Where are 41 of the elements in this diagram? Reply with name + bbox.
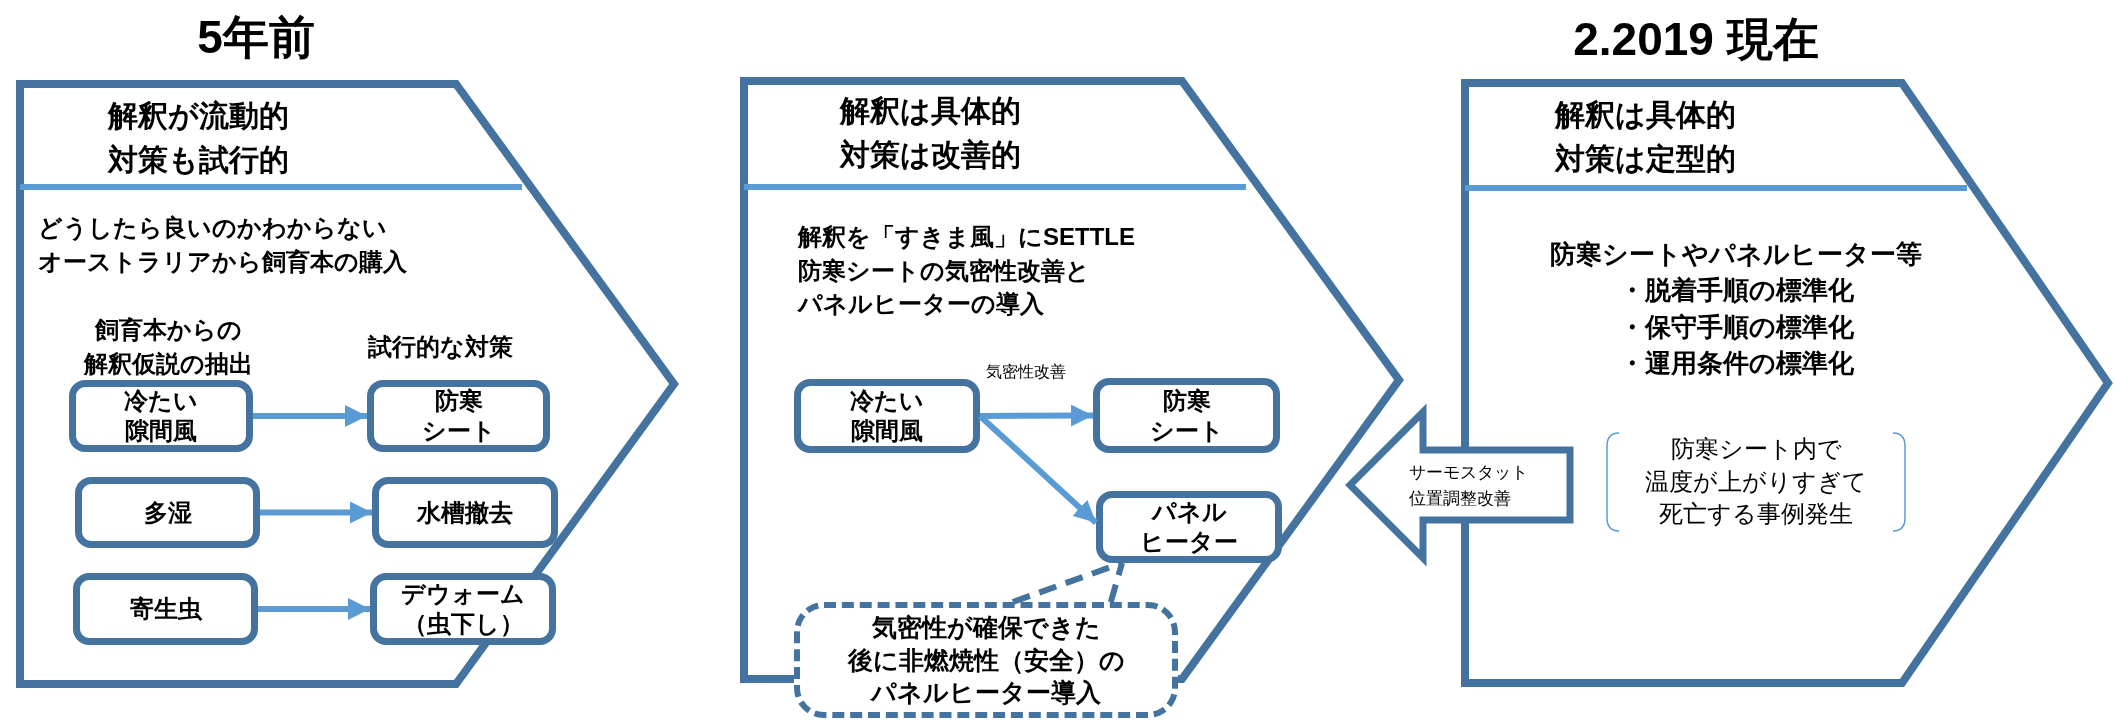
panel-heading: 解釈は具体的対策は定型的 <box>1555 97 1736 177</box>
box-label: 冷たい隙間風 <box>124 386 198 446</box>
chevron-panel <box>16 80 678 688</box>
box-label: パネルヒーター <box>1140 497 1238 557</box>
panel-text: どうしたら良いのかわからないオーストラリアから飼育本の購入 <box>38 213 407 277</box>
column-title: 2.2019 現在 <box>1573 12 1819 67</box>
panel-text: 防寒シートやパネルヒーター等・脱着手順の標準化・保守手順の標準化・運用条件の標準化 <box>1549 238 1923 381</box>
process-box <box>75 477 260 548</box>
process-box <box>1093 378 1280 453</box>
panel-heading: 解釈が流動的対策も試行的 <box>108 98 289 178</box>
box-label: 水槽撤去 <box>417 497 513 528</box>
callout-pointer <box>1009 560 1126 605</box>
box-label: 冷たい隙間風 <box>850 386 924 446</box>
box-label: デウォーム（虫下し） <box>401 579 525 639</box>
callout-box <box>794 602 1178 718</box>
arrow <box>253 405 367 427</box>
box-label: 防寒シート <box>1149 385 1224 446</box>
process-box <box>370 573 556 645</box>
arrow <box>977 413 1099 525</box>
bracketed-note <box>1605 432 1907 532</box>
process-box <box>69 380 253 452</box>
panel-text: 解釈を「すきま風」にSETTLE防寒シートの気密性改善とパネルヒーターの導入 <box>798 222 1135 320</box>
column-title: 5年前 <box>197 10 315 65</box>
callout-text: 気密性が確保できた後に非燃焼性（安全）のパネルヒーター導入 <box>847 612 1125 709</box>
note-text: 防寒シート内で温度が上がりすぎて死亡する事例発生 <box>1645 434 1867 530</box>
process-box <box>794 379 980 453</box>
box-label: 防寒シート <box>421 386 496 446</box>
edge-label: 気密性改善 <box>983 361 1069 383</box>
panel-heading: 解釈は具体的対策は改善的 <box>840 93 1021 173</box>
chevron-panel <box>1461 79 2112 687</box>
arrow <box>980 404 1093 427</box>
process-box <box>1096 491 1282 563</box>
process-box <box>367 380 550 452</box>
column-heading: 飼育本からの解釈仮説の抽出 <box>82 315 254 379</box>
box-label: 寄生虫 <box>129 594 202 624</box>
arrow <box>260 501 372 524</box>
arrow <box>258 598 370 620</box>
process-box <box>73 573 258 645</box>
column-heading: 試行的な対策 <box>366 332 514 362</box>
process-box <box>372 477 558 548</box>
box-label: 多湿 <box>143 497 192 528</box>
